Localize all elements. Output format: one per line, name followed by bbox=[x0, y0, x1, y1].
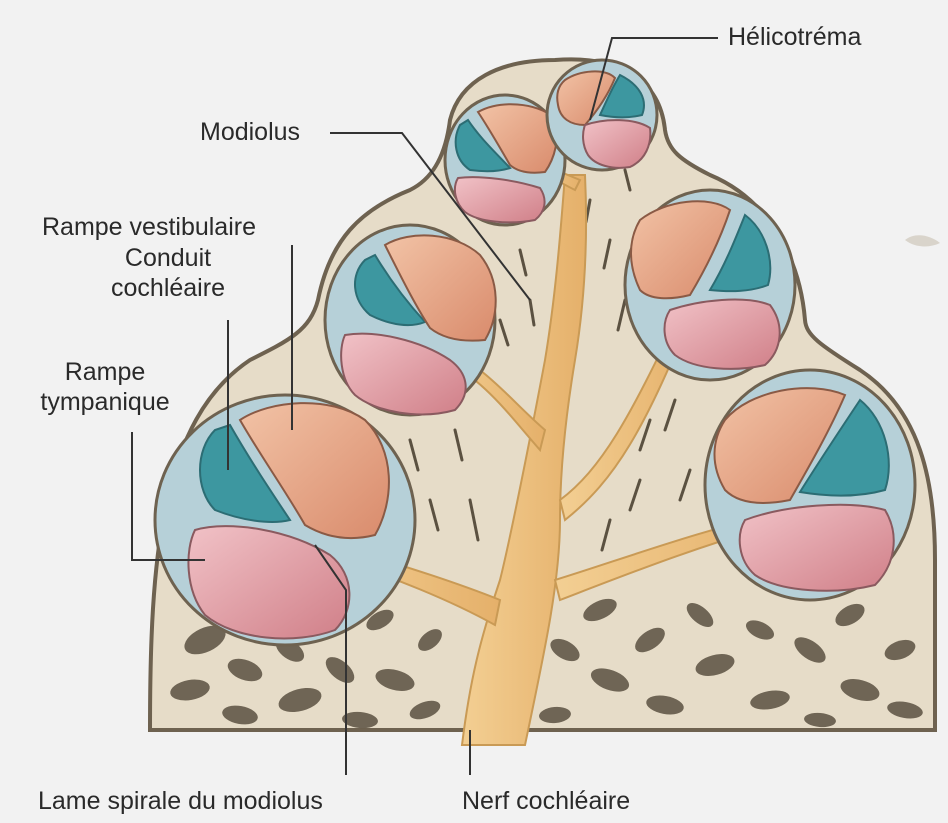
basal-turn-right bbox=[705, 370, 915, 600]
middle-turn-right bbox=[625, 190, 795, 380]
label-rampe-tympanique: Rampe tympanique bbox=[20, 357, 190, 417]
label-lame-spirale: Lame spirale du modiolus bbox=[38, 786, 323, 816]
label-rampe-tympanique-line2: tympanique bbox=[20, 387, 190, 417]
label-conduit-line2: cochléaire bbox=[88, 273, 248, 303]
label-nerf-cochleaire: Nerf cochléaire bbox=[462, 786, 630, 816]
label-rampe-tympanique-line1: Rampe bbox=[20, 357, 190, 387]
label-rampe-vestibulaire: Rampe vestibulaire bbox=[42, 212, 256, 242]
middle-turn-left bbox=[325, 225, 496, 415]
scala-tympani-helicotrema bbox=[583, 120, 650, 168]
label-conduit-line1: Conduit bbox=[88, 243, 248, 273]
label-helicotrema: Hélicotréma bbox=[728, 22, 861, 52]
label-conduit-cochleaire: Conduit cochléaire bbox=[88, 243, 248, 303]
label-modiolus: Modiolus bbox=[200, 117, 300, 147]
basal-turn-left bbox=[155, 395, 415, 645]
paper-smudge bbox=[905, 235, 940, 246]
scala-tympani-middle-right bbox=[665, 300, 780, 369]
scala-tympani-basal-right bbox=[740, 505, 894, 591]
